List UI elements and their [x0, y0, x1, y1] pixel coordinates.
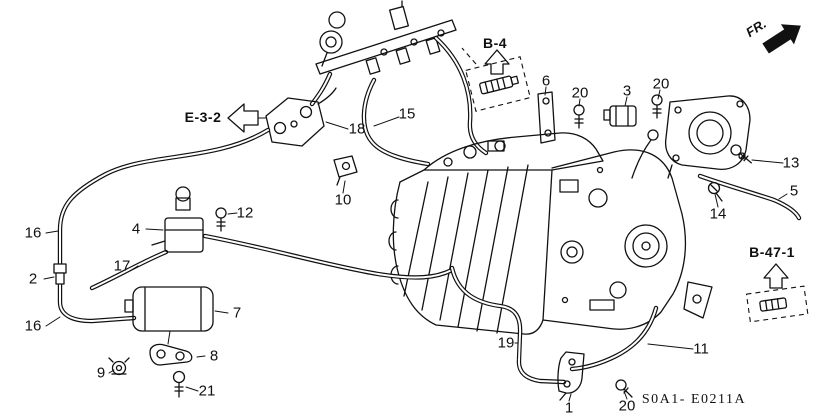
hose-11	[569, 305, 659, 372]
engine-block	[388, 95, 751, 335]
e32-arrow-icon	[227, 103, 267, 133]
callout-15: 15	[398, 105, 416, 123]
b4-up-arrow-icon	[484, 49, 510, 75]
b471-ref-box	[745, 263, 809, 323]
callout-2: 2	[28, 270, 38, 288]
callout-20-b: 20	[652, 75, 670, 93]
fr-arrow-icon	[762, 24, 801, 54]
hose-15	[361, 77, 431, 167]
bolt-20-upper-right	[651, 94, 663, 119]
bracket-8	[149, 330, 193, 366]
fuel-rail-assembly	[315, 0, 457, 75]
ref-label-e32: E-3-2	[184, 109, 222, 125]
callout-20-c: 20	[618, 397, 636, 415]
callout-21: 21	[198, 382, 216, 400]
bolt-20-upper-left	[573, 104, 585, 129]
hose-17	[89, 249, 169, 291]
clamp-14	[707, 181, 723, 202]
callout-18: 18	[348, 120, 366, 138]
ref-label-b471: B-47-1	[749, 244, 795, 260]
map-sensor-3	[603, 105, 637, 127]
solenoid-valve-4	[151, 186, 204, 253]
hose-19	[449, 265, 567, 385]
callout-11: 11	[693, 340, 709, 358]
bracket-1	[557, 351, 585, 401]
callout-14: 14	[709, 205, 727, 223]
bolt-13	[730, 144, 752, 164]
diagram-code: S0A1- E0211A	[641, 392, 747, 407]
callout-6: 6	[541, 72, 551, 90]
bolt-12	[215, 207, 227, 232]
callout-16-upper: 16	[24, 224, 42, 242]
canister-7	[124, 286, 214, 332]
callout-17: 17	[113, 257, 131, 275]
callout-1: 1	[564, 399, 574, 417]
ref-label-b4: B-4	[482, 35, 508, 51]
callout-7: 7	[232, 304, 242, 322]
callout-13: 13	[782, 154, 800, 172]
callout-10: 10	[334, 191, 352, 209]
leader-lines	[43, 86, 788, 402]
fitting-2	[53, 263, 67, 285]
callout-19: 19	[497, 334, 515, 352]
callout-8: 8	[209, 347, 219, 365]
bracket-6	[537, 91, 556, 144]
b471-up-arrow-icon	[763, 263, 789, 289]
clamp-9	[108, 357, 130, 376]
hose-5	[697, 173, 802, 221]
hose-rail-to-engine	[433, 35, 489, 156]
callout-5: 5	[789, 182, 799, 200]
callout-20-a: 20	[571, 84, 589, 102]
hose-solenoid-to-engine	[202, 233, 455, 280]
hose-16	[57, 127, 271, 324]
sensor-10	[333, 155, 358, 186]
bolt-21	[172, 370, 186, 398]
callout-3: 3	[622, 82, 632, 100]
callout-12: 12	[236, 204, 254, 222]
hose-rail-left	[309, 71, 333, 107]
callout-4: 4	[131, 220, 141, 238]
vacuum-valve-bracket-18	[265, 87, 337, 147]
callout-16-lower: 16	[24, 317, 42, 335]
bolt-20-bottom	[615, 379, 633, 398]
b4-ref-box	[461, 47, 531, 112]
callout-9: 9	[96, 364, 106, 382]
